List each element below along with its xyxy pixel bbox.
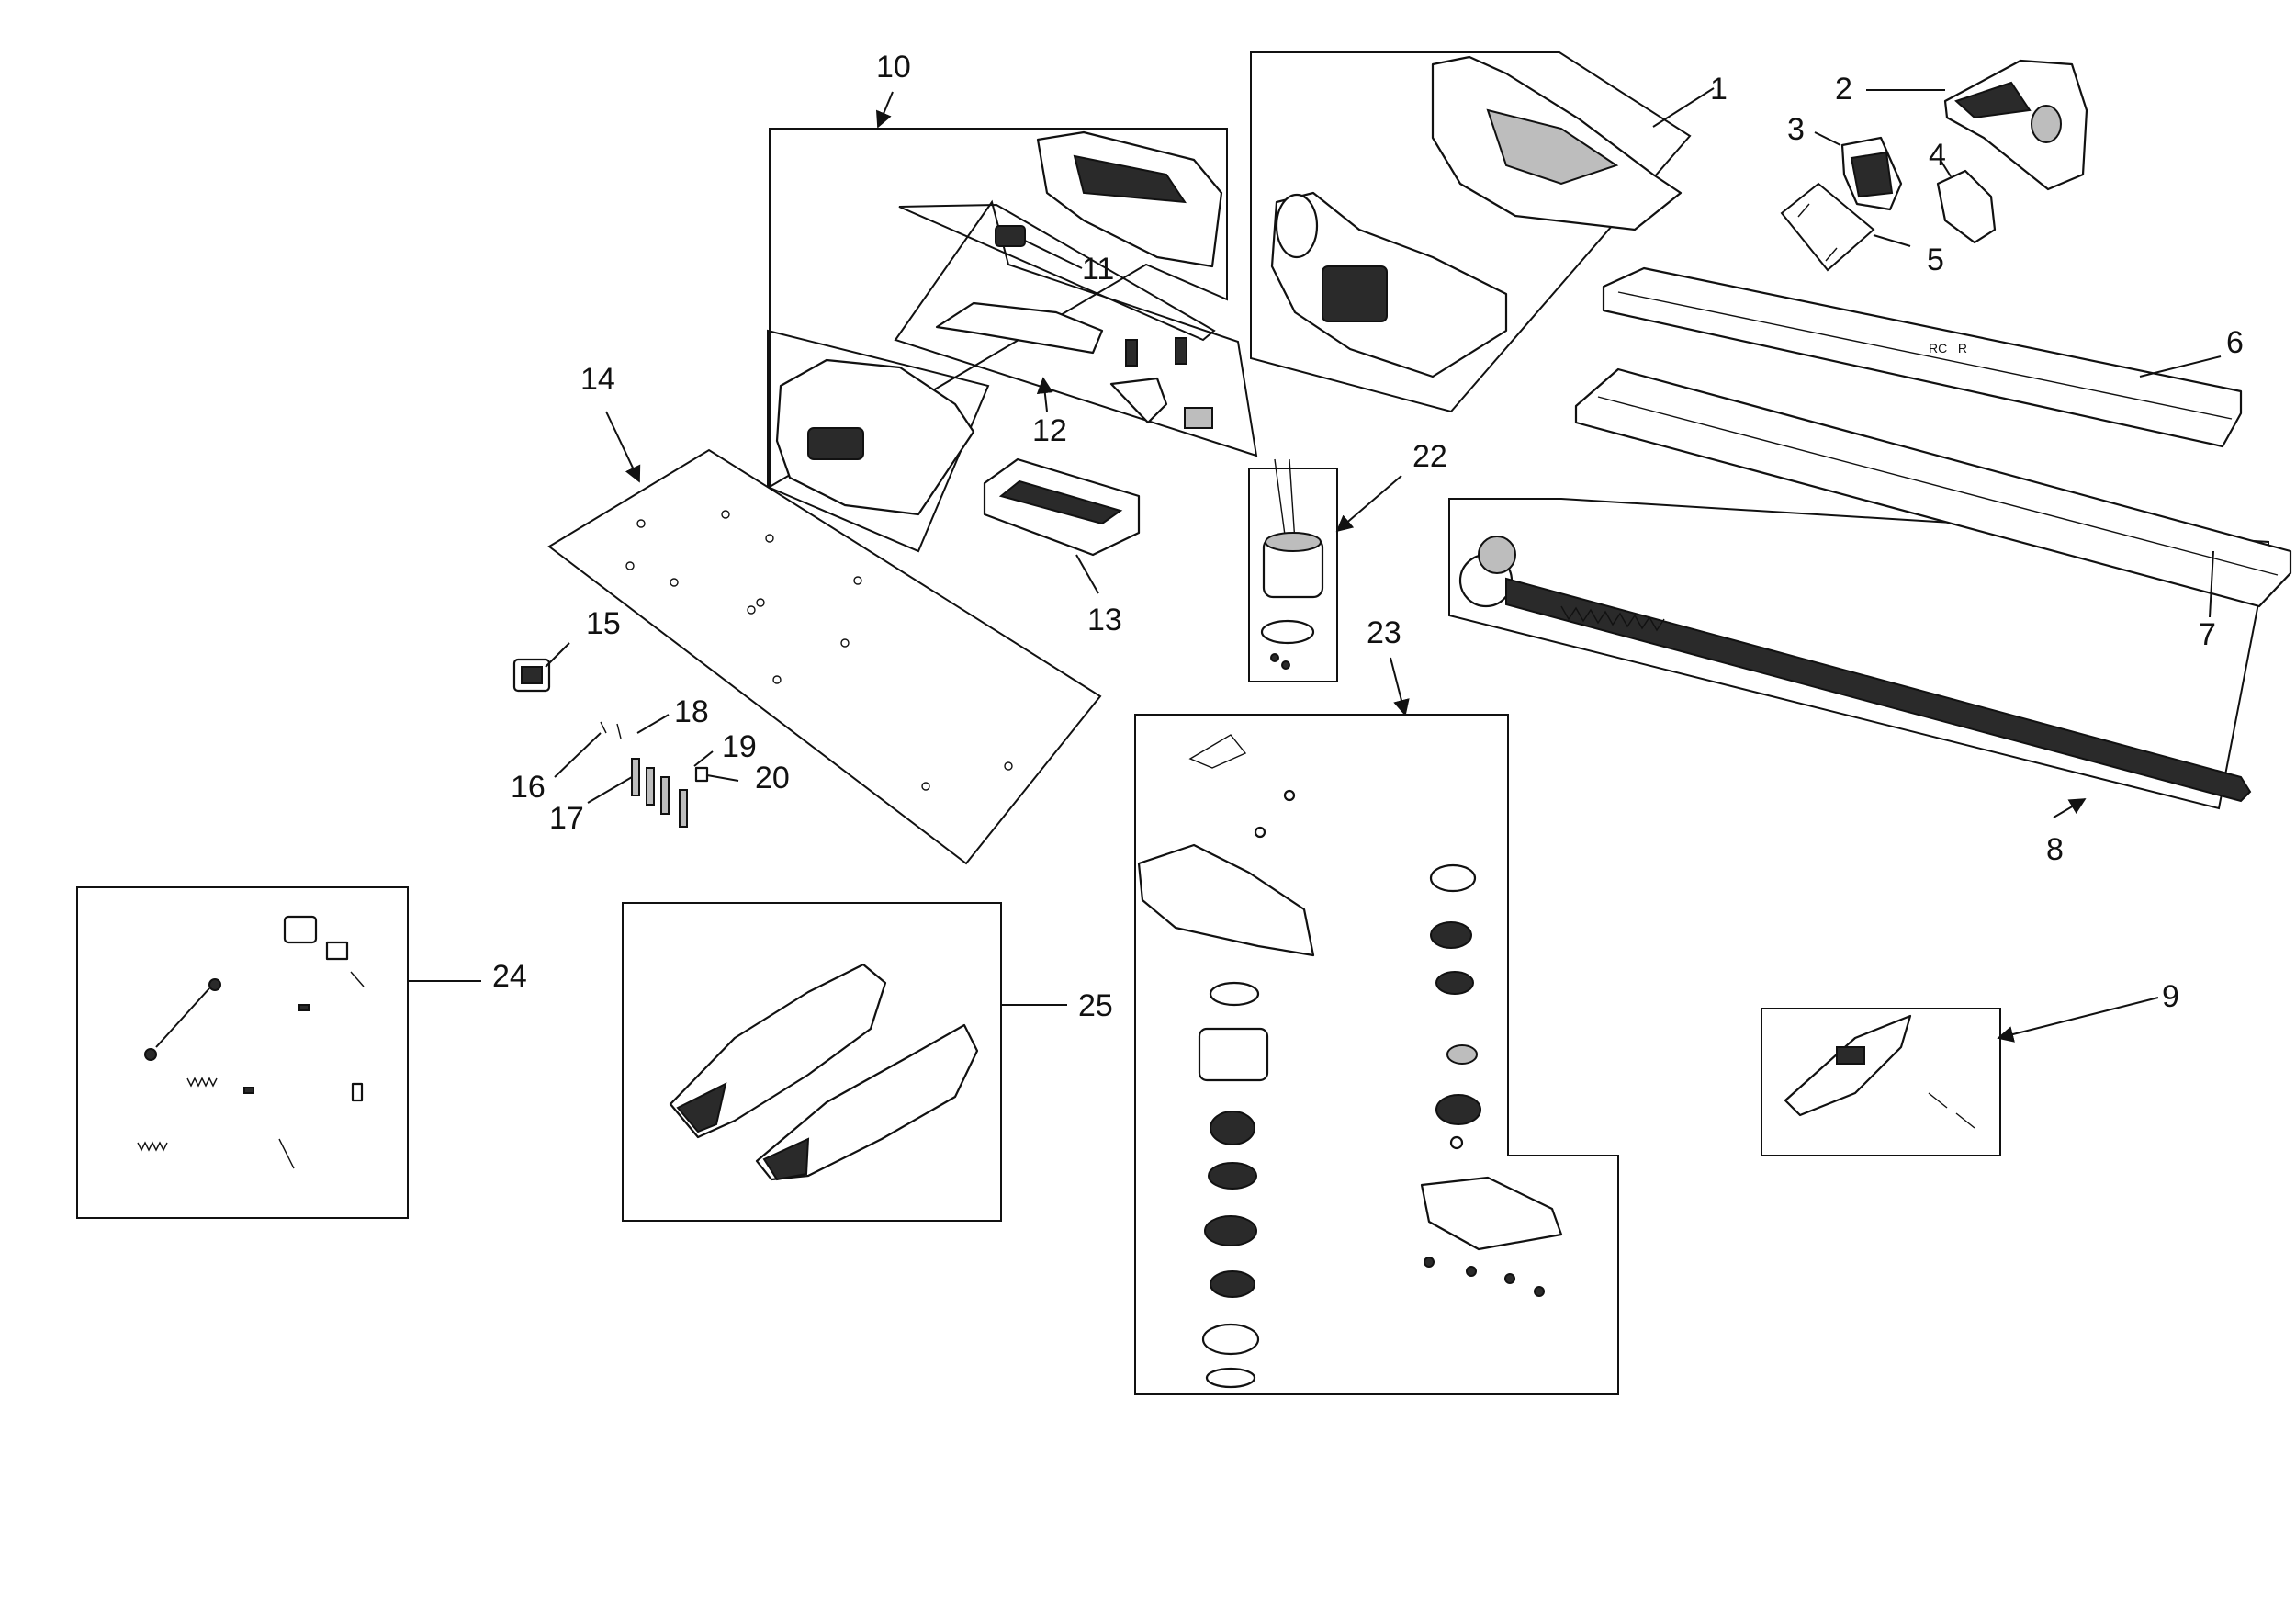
part-12-trigger-assembly	[935, 301, 1213, 429]
frame-group-12	[894, 199, 1258, 457]
part-10-handle-half-lower	[775, 358, 975, 516]
part-10-handle-half	[1036, 130, 1223, 268]
callout-19: 19	[722, 729, 757, 764]
part-1-housing	[1270, 55, 1683, 378]
part-14-screws	[625, 510, 1013, 791]
callout-17: 17	[549, 801, 584, 836]
part-4-button	[1936, 169, 1997, 244]
callout-14: 14	[580, 362, 615, 397]
callout-labels: 1 2 3 4 5 6 7 8 9 10 11 12 13 14 15 16 1…	[492, 50, 2244, 1023]
part-8-blade	[1458, 536, 2252, 803]
callout-5: 5	[1927, 242, 1944, 277]
callout-25: 25	[1078, 988, 1113, 1023]
callout-22: 22	[1412, 439, 1447, 474]
part-22-motor	[1260, 458, 1324, 670]
part-2-cover	[1943, 59, 2088, 191]
frame-group-22	[1248, 468, 1338, 682]
part-13-battery-holder	[983, 457, 1141, 557]
callout-24: 24	[492, 959, 527, 994]
callout-15: 15	[586, 606, 621, 641]
callout-10: 10	[876, 50, 911, 85]
part-16-20-terminals	[600, 721, 709, 828]
callout-4: 4	[1929, 138, 1946, 173]
callout-2: 2	[1835, 72, 1852, 107]
callout-16: 16	[511, 770, 546, 805]
callout-7: 7	[2199, 617, 2216, 652]
callout-8: 8	[2046, 832, 2064, 867]
part-9-guard	[1784, 1014, 1975, 1129]
part-24-hardware	[137, 915, 365, 1169]
frame-group-24	[76, 886, 409, 1219]
callout-13: 13	[1087, 603, 1122, 637]
callout-11: 11	[1082, 252, 1114, 287]
part-15-pad	[512, 658, 551, 693]
part-11-switch	[995, 225, 1026, 247]
frame-group-9	[1761, 1008, 2001, 1156]
part-3-latch	[1840, 136, 1903, 211]
leader-lines	[408, 87, 2222, 1043]
part-7-guard	[1574, 367, 2292, 608]
callout-1: 1	[1710, 72, 1728, 107]
callout-6: 6	[2226, 325, 2244, 360]
frame-group-25	[622, 902, 1002, 1222]
frame-group-23	[1134, 714, 1619, 1395]
part-5-springs	[1780, 182, 1875, 272]
callout-23: 23	[1367, 615, 1401, 650]
callout-9: 9	[2162, 979, 2179, 1014]
callout-18: 18	[674, 694, 709, 729]
frame-group-10	[767, 128, 1228, 553]
part-23-gearbox	[1137, 734, 1563, 1389]
part-6-guard: RC R	[1602, 266, 2243, 448]
callout-3: 3	[1787, 112, 1805, 147]
part-25-handle-cover	[669, 963, 979, 1181]
callout-12: 12	[1032, 413, 1067, 448]
frame-group-14	[547, 448, 1102, 865]
callout-20: 20	[755, 761, 790, 795]
svg-text:RC R: RC R	[1929, 341, 1967, 355]
frame-group-1	[1250, 51, 1692, 413]
